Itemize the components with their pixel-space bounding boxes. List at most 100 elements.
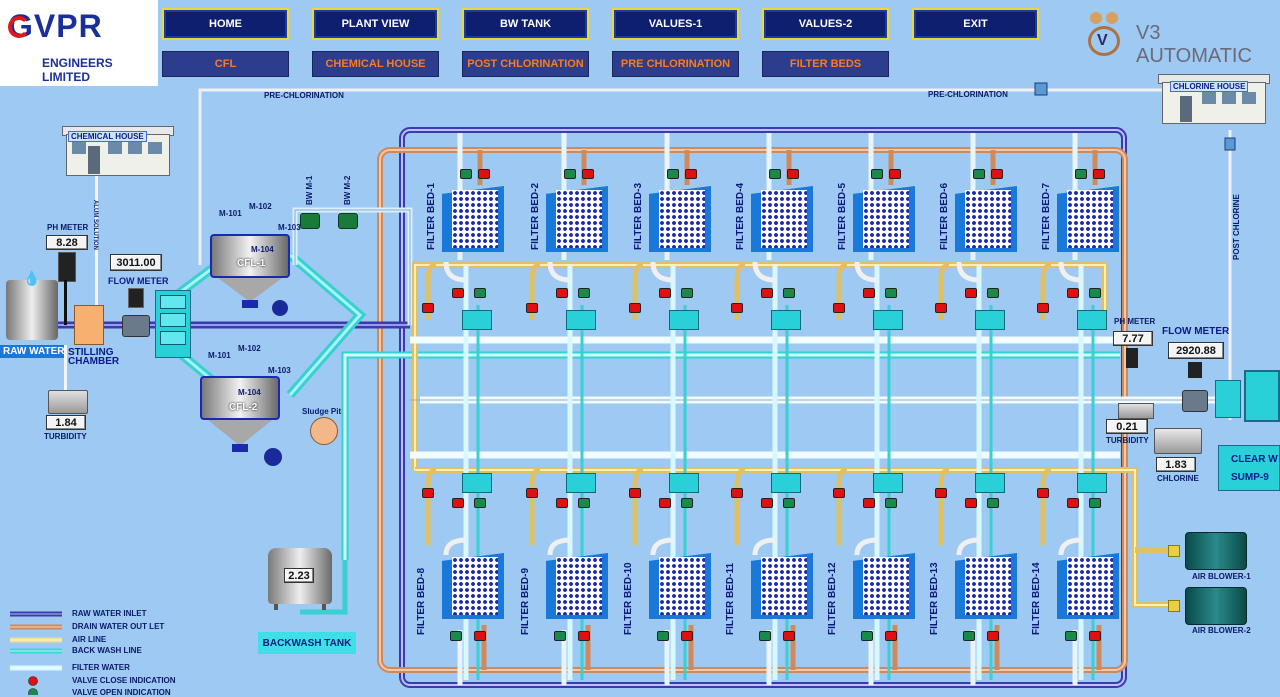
legend-item-label: VALVE CLOSE INDICATION	[72, 676, 176, 685]
valve-open-indicator[interactable]	[681, 288, 693, 298]
valve-closed-indicator[interactable]	[474, 631, 486, 641]
valve-open-indicator[interactable]	[578, 288, 590, 298]
valve-closed-indicator[interactable]	[1067, 288, 1079, 298]
valve-open-indicator[interactable]	[861, 631, 873, 641]
bw-m2-motor[interactable]	[338, 213, 358, 229]
valve-open-indicator[interactable]	[783, 498, 795, 508]
valve-open-indicator[interactable]	[474, 288, 486, 298]
subnav-post-chlorination-button[interactable]: POST CHLORINATION	[462, 51, 589, 77]
valve-closed-indicator[interactable]	[783, 631, 795, 641]
valve-closed-indicator[interactable]	[629, 303, 641, 313]
valve-closed-indicator[interactable]	[681, 631, 693, 641]
valve-closed-indicator[interactable]	[987, 631, 999, 641]
cfl-1-clarifier[interactable]	[210, 230, 290, 310]
air-blower-1-label: AIR BLOWER-1	[1192, 572, 1251, 581]
valve-open-indicator[interactable]	[769, 169, 781, 179]
valve-closed-indicator[interactable]	[478, 169, 490, 179]
valve-closed-indicator[interactable]	[1089, 631, 1101, 641]
valve-closed-indicator[interactable]	[889, 169, 901, 179]
valve-open-indicator[interactable]	[871, 169, 883, 179]
valve-closed-indicator[interactable]	[526, 303, 538, 313]
valve-open-indicator[interactable]	[987, 288, 999, 298]
valve-closed-indicator[interactable]	[761, 498, 773, 508]
valve-open-indicator[interactable]	[987, 498, 999, 508]
valve-open-indicator[interactable]	[885, 288, 897, 298]
subnav-filter-beds-button[interactable]: FILTER BEDS	[762, 51, 889, 77]
valve-closed-indicator[interactable]	[659, 498, 671, 508]
nav-exit-button[interactable]: EXIT	[912, 8, 1039, 40]
valve-closed-indicator[interactable]	[659, 288, 671, 298]
valve-closed-indicator[interactable]	[731, 488, 743, 498]
valve-closed-indicator[interactable]	[833, 488, 845, 498]
nav-values-2-button[interactable]: VALUES-2	[762, 8, 889, 40]
valve-closed-indicator[interactable]	[422, 303, 434, 313]
filter-bed-label: FILTER BED-7	[1041, 182, 1052, 250]
air-blower-1-valve[interactable]	[1168, 545, 1180, 557]
cfl1-sludge-valve[interactable]	[272, 300, 288, 316]
air-blower-2[interactable]	[1185, 587, 1247, 625]
nav-values-1-button[interactable]: VALUES-1	[612, 8, 739, 40]
valve-open-indicator[interactable]	[1089, 498, 1101, 508]
valve-open-indicator[interactable]	[885, 498, 897, 508]
subnav-chemical-house-button[interactable]: CHEMICAL HOUSE	[312, 51, 439, 77]
valve-closed-indicator[interactable]	[526, 488, 538, 498]
nav-bw-tank-button[interactable]: BW TANK	[462, 8, 589, 40]
valve-closed-indicator[interactable]	[787, 169, 799, 179]
valve-open-indicator[interactable]	[564, 169, 576, 179]
valve-closed-indicator[interactable]	[556, 498, 568, 508]
valve-closed-indicator[interactable]	[965, 288, 977, 298]
valve-closed-indicator[interactable]	[833, 303, 845, 313]
valve-closed-indicator[interactable]	[761, 288, 773, 298]
nav-home-button[interactable]: HOME	[162, 8, 289, 40]
valve-closed-indicator[interactable]	[965, 498, 977, 508]
valve-open-indicator[interactable]	[554, 631, 566, 641]
nav-plant-view-button[interactable]: PLANT VIEW	[312, 8, 439, 40]
valve-open-indicator[interactable]	[759, 631, 771, 641]
cfl-2-clarifier[interactable]	[200, 372, 280, 454]
clear-water-sump[interactable]: CLEAR W SUMP-9	[1218, 445, 1280, 491]
valve-closed-indicator[interactable]	[582, 169, 594, 179]
valve-open-indicator[interactable]	[973, 169, 985, 179]
valve-closed-indicator[interactable]	[863, 288, 875, 298]
valve-open-indicator[interactable]	[783, 288, 795, 298]
valve-open-indicator[interactable]	[1075, 169, 1087, 179]
valve-closed-indicator[interactable]	[452, 288, 464, 298]
chlorine-house[interactable]	[1158, 70, 1270, 124]
valve-closed-indicator[interactable]	[1067, 498, 1079, 508]
valve-closed-indicator[interactable]	[991, 169, 1003, 179]
valve-open-indicator[interactable]	[963, 631, 975, 641]
valve-closed-indicator[interactable]	[629, 488, 641, 498]
valve-closed-indicator[interactable]	[731, 303, 743, 313]
valve-closed-indicator[interactable]	[935, 488, 947, 498]
valve-closed-indicator[interactable]	[452, 498, 464, 508]
valve-closed-indicator[interactable]	[578, 631, 590, 641]
air-blower-2-valve[interactable]	[1168, 600, 1180, 612]
bw-m1-motor[interactable]	[300, 213, 320, 229]
legend-item-label: AIR LINE	[72, 635, 107, 644]
chemical-house[interactable]	[62, 120, 174, 176]
valve-open-indicator[interactable]	[681, 498, 693, 508]
valve-open-indicator[interactable]	[657, 631, 669, 641]
valve-open-indicator[interactable]	[474, 498, 486, 508]
valve-open-indicator[interactable]	[1089, 288, 1101, 298]
valve-closed-indicator[interactable]	[863, 498, 875, 508]
subnav-pre-chlorination-button[interactable]: PRE CHLORINATION	[612, 51, 739, 77]
valve-closed-indicator[interactable]	[935, 303, 947, 313]
valve-closed-indicator[interactable]	[556, 288, 568, 298]
valve-closed-indicator[interactable]	[1093, 169, 1105, 179]
clear-sump-label-2: SUMP-9	[1231, 472, 1269, 483]
valve-open-indicator[interactable]	[460, 169, 472, 179]
valve-open-indicator[interactable]	[578, 498, 590, 508]
valve-closed-indicator[interactable]	[422, 488, 434, 498]
subnav-cfl-button[interactable]: CFL	[162, 51, 289, 77]
bw-m2-label: BW M-2	[343, 175, 352, 205]
valve-open-indicator[interactable]	[450, 631, 462, 641]
air-blower-1[interactable]	[1185, 532, 1247, 570]
valve-closed-indicator[interactable]	[1037, 488, 1049, 498]
valve-closed-indicator[interactable]	[1037, 303, 1049, 313]
cfl2-sludge-valve[interactable]	[264, 448, 282, 466]
valve-closed-indicator[interactable]	[685, 169, 697, 179]
valve-open-indicator[interactable]	[1065, 631, 1077, 641]
valve-closed-indicator[interactable]	[885, 631, 897, 641]
valve-open-indicator[interactable]	[667, 169, 679, 179]
